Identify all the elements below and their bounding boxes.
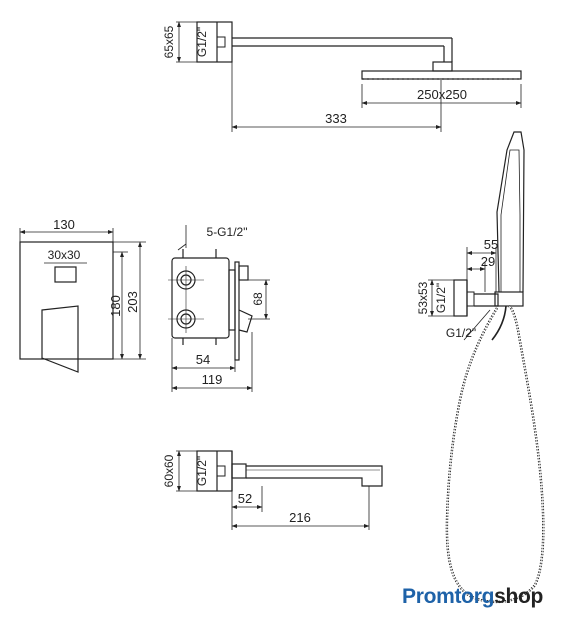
hand-shower-outer-label: 55	[484, 237, 498, 252]
brand-logo: Promtorgshop	[402, 585, 543, 609]
mixer-height-outer-label: 203	[125, 291, 140, 313]
mixer-height-inner-label: 180	[108, 295, 123, 317]
hand-shower-thread-h-label: G1/2"	[446, 326, 476, 340]
hand-shower-thread-v-label: G1/2"	[434, 283, 448, 313]
spout-height-label: 60x60	[162, 454, 176, 487]
spout-length-label: 216	[289, 510, 311, 525]
valve-spacing-label: 68	[251, 292, 265, 306]
shower-arm-drawing	[176, 21, 522, 132]
mixer-handle-label: 30x30	[48, 248, 81, 262]
brand-logo-part1: Promtorg	[402, 585, 495, 608]
hand-shower-inner-label: 29	[481, 254, 495, 269]
shower-arm-height-label: 65x65	[162, 25, 176, 58]
valve-outlets-label: 5-G1/2"	[207, 225, 248, 239]
shower-head-size-label: 250x250	[417, 87, 467, 102]
shower-arm-thread-label: G1/2"	[195, 27, 209, 57]
valve-total-depth-label: 119	[202, 372, 223, 387]
hand-shower-plate-label: 53x53	[416, 281, 430, 314]
brand-logo-part2: shop	[494, 585, 544, 608]
spout-thread-label: G1/2"	[195, 456, 209, 486]
spout-drawing	[176, 450, 383, 530]
hand-shower-drawing	[428, 131, 545, 604]
valve-body-drawing	[168, 225, 270, 392]
mixer-plate-drawing	[19, 228, 146, 373]
shower-arm-length-label: 333	[325, 111, 347, 126]
spout-depth-label: 52	[238, 491, 252, 506]
valve-depth-label: 54	[196, 352, 210, 367]
mixer-width-label: 130	[53, 217, 75, 232]
